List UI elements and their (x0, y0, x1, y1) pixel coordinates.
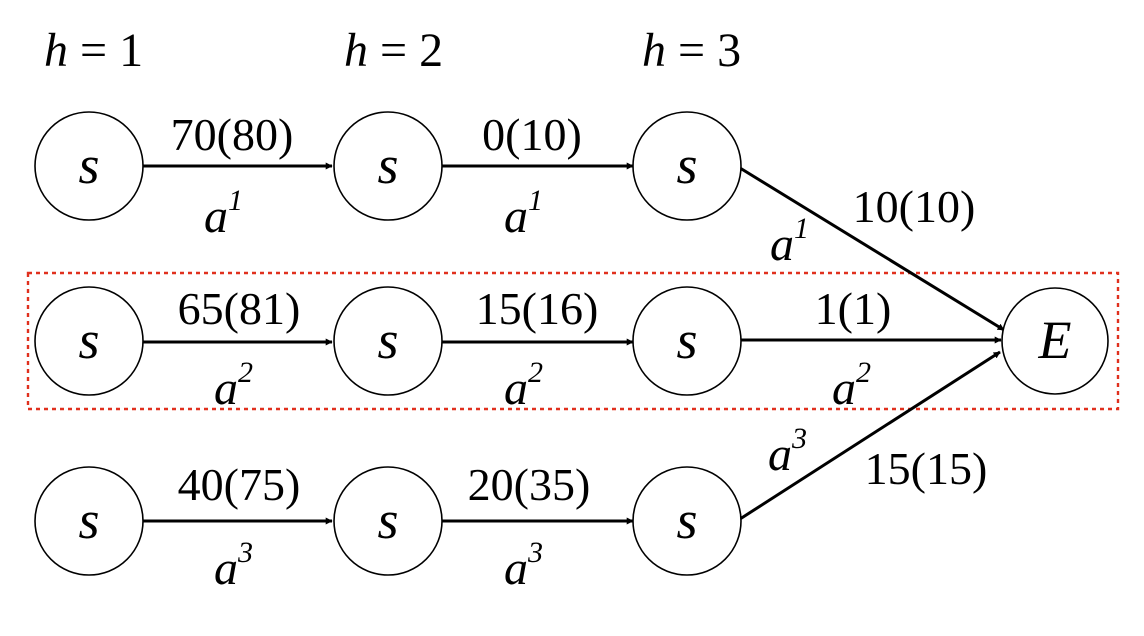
edge-r3-final (739, 350, 1001, 521)
node-label: s (78, 135, 99, 195)
action-label-r3-h2: a3 (504, 536, 543, 595)
action-label-r1-final: a1 (770, 212, 809, 271)
node-r3-h2 (333, 466, 443, 576)
node-label: s (377, 135, 398, 195)
header-h1: h = 1 (44, 24, 143, 77)
edge-label-r3-final: 15(15) (865, 443, 988, 494)
edge-label-r2-h1: 65(81) (178, 283, 301, 334)
edge-r1-final (739, 166, 1005, 332)
node-r1-h2 (333, 111, 443, 221)
edge-label-r3-h2: 20(35) (468, 459, 591, 510)
node-r2-h3 (632, 286, 742, 396)
node-label: s (377, 490, 398, 550)
edge-label-r2-h2: 15(16) (476, 283, 599, 334)
action-label-r1-h1: a1 (204, 184, 243, 243)
header-h3: h = 3 (642, 24, 741, 77)
end-node (1001, 287, 1109, 395)
edge-label-r2-final: 1(1) (815, 283, 892, 334)
highlight-box (26, 271, 1120, 411)
action-label-r3-final: a3 (768, 422, 807, 481)
node-label: s (676, 310, 697, 370)
action-label-r2-final: a2 (832, 356, 871, 415)
action-label-r1-h2: a1 (504, 184, 543, 243)
action-label-r2-h1: a2 (214, 356, 253, 415)
node-label: s (78, 490, 99, 550)
node-r2-h1 (34, 286, 144, 396)
node-label: s (78, 310, 99, 370)
node-label: s (676, 490, 697, 550)
end-node-label: E (1038, 310, 1072, 370)
action-label-r2-h2: a2 (504, 356, 543, 415)
edge-label-r3-h1: 40(75) (178, 459, 301, 510)
header-h2: h = 2 (344, 24, 443, 77)
node-label: s (676, 135, 697, 195)
edge-label-r1-h2: 0(10) (482, 109, 582, 160)
node-label: s (377, 310, 398, 370)
edge-label-r1-final: 10(10) (853, 181, 976, 232)
node-r1-h1 (34, 111, 144, 221)
node-r1-h3 (632, 111, 742, 221)
action-label-r3-h1: a3 (214, 536, 253, 595)
node-r3-h3 (632, 466, 742, 576)
node-r2-h2 (333, 286, 443, 396)
node-r3-h1 (34, 466, 144, 576)
edge-label-r1-h1: 70(80) (171, 109, 294, 160)
